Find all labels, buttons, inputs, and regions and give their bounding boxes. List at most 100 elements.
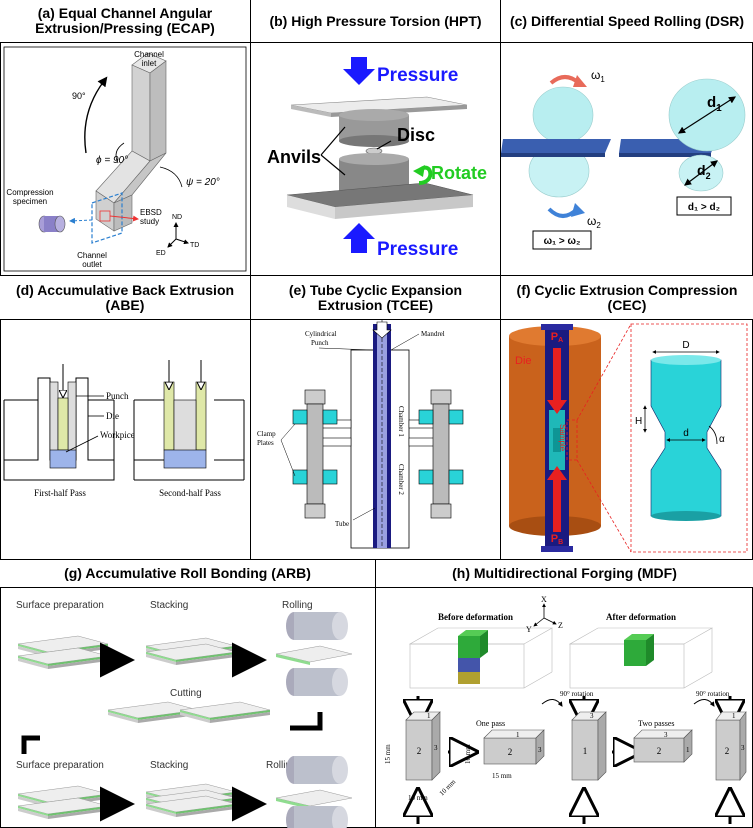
face-2-e: 2 [725, 746, 730, 756]
label-axis-z: Z [558, 621, 563, 630]
label-punch-e: Punch [311, 339, 329, 347]
label-surface-prep-2: Surface preparation [16, 760, 104, 771]
face-3-d: 3 [664, 731, 668, 739]
face-3-c: 3 [590, 712, 594, 720]
tcee-diagram: Cylindrical Punch Mandrel Clamp Plates C… [257, 320, 464, 549]
label-die: Die [106, 411, 119, 421]
label-stacking-2: Stacking [150, 760, 188, 771]
label-die-cec: Die [515, 355, 532, 367]
face-2-a: 2 [417, 746, 422, 756]
label-phi: ϕ = 90° [96, 155, 128, 166]
panel-f-title: (f) Cyclic Extrusion Compression(CEC) [501, 276, 753, 320]
label-first-half-pass: First-half Pass [34, 488, 86, 498]
face-3-b: 3 [538, 746, 542, 754]
label-chamber-1: Chamber 1 [397, 406, 405, 437]
dim-15mm-vertical: 15 mm [384, 744, 392, 764]
label-d2: d2 [697, 162, 711, 181]
label-pressure-bottom: Pressure [377, 239, 458, 260]
mdf-diagram: X Z Y Before deformation After deformati… [384, 595, 747, 824]
label-axis-y: Y [526, 625, 532, 634]
label-rotate: Rotate [431, 163, 487, 183]
arb-diagram: Surface preparation Stacking Rolling Cut… [16, 600, 353, 828]
label-alpha: α [719, 434, 725, 445]
face-1-e: 1 [732, 712, 736, 720]
label-90-rotation-1: 90° rotation [560, 690, 594, 698]
label-plates: Plates [257, 439, 274, 447]
label-chamber-2: Chamber 2 [397, 464, 405, 495]
label-channel-inlet-2: inlet [142, 59, 157, 68]
label-condition-d: d₁ > d₂ [688, 202, 720, 213]
panel-d-abe: (d) Accumulative Back Extrusion(ABE) [0, 276, 251, 560]
panel-f-cec: (f) Cyclic Extrusion Compression(CEC) PA… [501, 276, 753, 560]
dim-10mm-a: 10 mm [408, 794, 428, 802]
label-td: TD [190, 242, 199, 249]
panel-b-title: (b) High Pressure Torsion (HPT) [251, 0, 500, 43]
label-omega1: ω1 [591, 68, 605, 84]
panel-g-arb: (g) Accumulative Roll Bonding (ARB) Sur [0, 560, 376, 828]
label-psi: ψ = 20° [186, 177, 220, 188]
face-1-d: 1 [686, 746, 690, 754]
dim-10mm-b: 10 mm [438, 777, 458, 797]
label-channel-inlet: Channel [134, 50, 164, 59]
label-anvils: Anvils [267, 147, 321, 167]
abe-diagram: Punch Die Workpice First-half Pass Secon… [3, 360, 245, 498]
label-disc: Disc [397, 125, 435, 145]
label-D: D [682, 340, 689, 351]
label-sample: Sample [558, 424, 567, 452]
label-condition-omega: ω₁ > ω₂ [544, 236, 581, 247]
label-after-deformation: After deformation [606, 612, 676, 622]
panel-c-title: (c) Differential Speed Rolling (DSR) [501, 0, 753, 43]
face-1-a: 1 [427, 712, 431, 720]
label-two-passes: Two passes [638, 719, 675, 728]
label-90-rotation-2: 90° rotation [696, 690, 730, 698]
panel-c-dsr: (c) Differential Speed Rolling (DSR) ω1 … [501, 0, 753, 276]
label-cylindrical: Cylindrical [305, 330, 337, 338]
label-pressure-top: Pressure [377, 65, 458, 86]
label-specimen: specimen [13, 197, 47, 206]
face-3-e: 3 [741, 744, 745, 752]
label-nd: ND [172, 214, 182, 221]
face-1-b: 1 [516, 731, 520, 739]
label-second-half-pass: Second-half Pass [159, 488, 221, 498]
label-d-small: d [683, 428, 689, 439]
pressure-arrow-bottom [343, 223, 375, 253]
cec-diagram: PA PB Die Sample D d H α [509, 323, 748, 553]
label-rolling-2: Rolling [266, 760, 297, 771]
label-before-deformation: Before deformation [438, 612, 513, 622]
label-ed: ED [156, 250, 166, 257]
panel-h-mdf: (h) Multidirectional Forging (MDF) X Z Y [376, 560, 753, 828]
dim-15mm-horizontal: 15 mm [492, 772, 512, 780]
label-cutting: Cutting [170, 688, 202, 699]
label-mandrel: Mandrel [421, 330, 445, 338]
label-ebsd: EBSD [140, 208, 162, 217]
ecap-diagram: Channel inlet 90° ϕ = 90° ψ = 20° Compre… [3, 46, 247, 272]
face-3-a: 3 [434, 744, 438, 752]
label-H: H [635, 416, 642, 427]
label-pb: PB [551, 533, 563, 546]
label-tube: Tube [335, 520, 349, 528]
panel-h-title: (h) Multidirectional Forging (MDF) [376, 560, 753, 588]
label-rolling-1: Rolling [282, 600, 313, 611]
label-d1: d1 [707, 94, 722, 114]
dsr-diagram: ω1 ω2 d1 d2 ω₁ > ω₂ d₁ > d₂ [501, 68, 746, 250]
face-2-d: 2 [657, 746, 662, 756]
panel-g-title: (g) Accumulative Roll Bonding (ARB) [0, 560, 375, 588]
hpt-diagram: Pressure Disc Anvils [267, 57, 487, 260]
label-compression: Compression [6, 188, 53, 197]
label-one-pass: One pass [476, 719, 505, 728]
label-study: study [140, 217, 159, 226]
panel-b-hpt: (b) High Pressure Torsion (HPT) Pressure [251, 0, 501, 276]
label-omega2: ω2 [587, 214, 601, 230]
face-1-c: 1 [583, 746, 588, 756]
label-channel-outlet: Channel [77, 251, 107, 260]
label-angle-90: 90° [72, 91, 86, 101]
label-pa: PA [551, 331, 563, 344]
panel-d-title: (d) Accumulative Back Extrusion(ABE) [0, 276, 250, 320]
label-clamp: Clamp [257, 430, 276, 438]
dim-10mm-c: 10 mm [464, 744, 472, 764]
label-surface-prep-1: Surface preparation [16, 600, 104, 611]
